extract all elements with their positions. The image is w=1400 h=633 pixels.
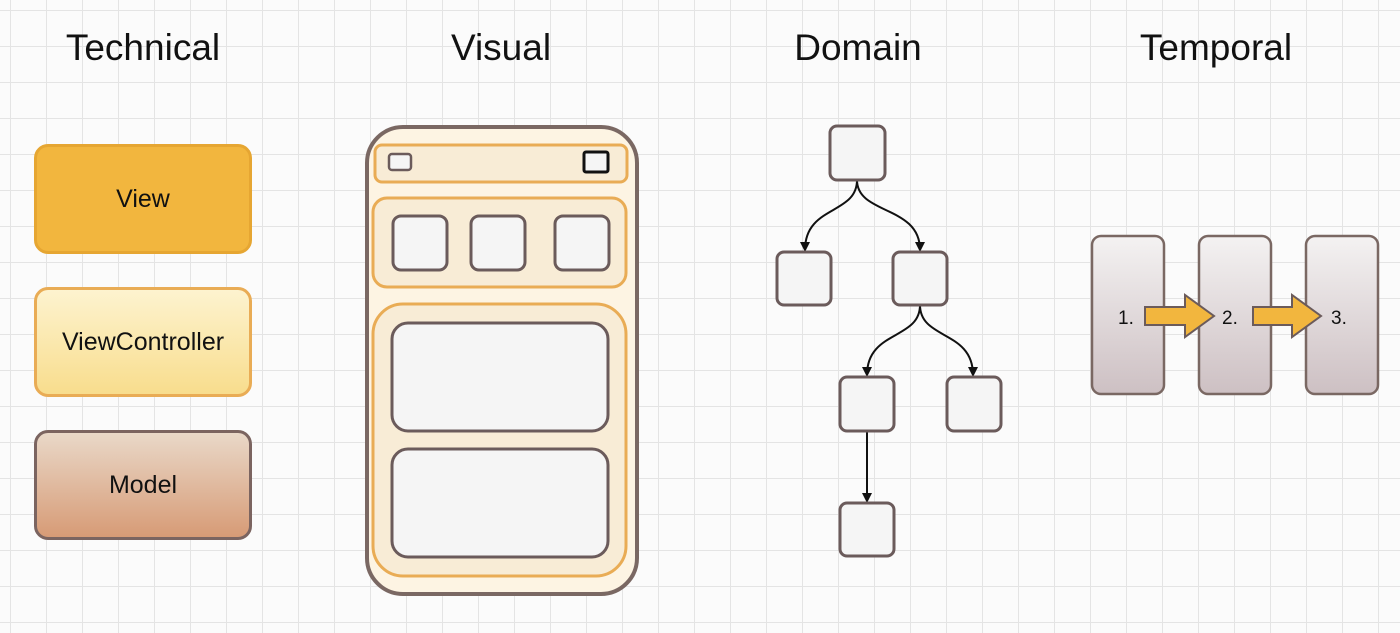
tree-edge-right-left — [862, 304, 921, 377]
tree-edge-root-right — [856, 179, 925, 252]
tree-edge-root-left — [800, 179, 858, 252]
domain-tree — [800, 179, 978, 503]
top-bar-right-icon — [582, 150, 610, 174]
heading-domain: Domain — [794, 27, 922, 68]
model-box[interactable]: Model — [34, 430, 252, 540]
phone-top-bar — [373, 143, 629, 184]
tree-node-level1-left — [775, 250, 833, 307]
tree-node-level3 — [838, 501, 896, 558]
icon-tile-3 — [553, 214, 611, 272]
tree-node-root — [828, 124, 887, 182]
temporal-sequence: 1. 2. 3. — [1090, 234, 1380, 396]
phone-mockup — [365, 125, 639, 596]
temporal-arrow-1 — [1144, 293, 1216, 339]
view-controller-label: ViewController — [61, 327, 225, 356]
tree-edge-right-right — [919, 304, 978, 377]
temporal-step-2-label: 2. — [1222, 308, 1238, 329]
content-card-1 — [390, 321, 610, 433]
model-label: Model — [108, 470, 178, 499]
icon-tile-1 — [391, 214, 449, 272]
view-label: View — [116, 184, 170, 213]
tree-node-level2-left — [838, 375, 896, 433]
temporal-step-3-label: 3. — [1331, 308, 1347, 329]
heading-temporal: Temporal — [1139, 27, 1293, 68]
icon-tile-2 — [469, 214, 527, 272]
view-controller-box[interactable]: ViewController — [34, 287, 252, 397]
heading-visual: Visual — [450, 27, 552, 68]
tree-node-level1-right — [891, 250, 949, 307]
temporal-arrow-2 — [1252, 293, 1323, 339]
temporal-step-1-label: 1. — [1118, 308, 1134, 329]
view-box[interactable]: View — [34, 144, 252, 254]
content-card-2 — [390, 447, 610, 559]
tree-node-level2-right — [945, 375, 1003, 433]
top-bar-left-icon — [387, 152, 413, 172]
heading-technical: Technical — [65, 27, 221, 68]
